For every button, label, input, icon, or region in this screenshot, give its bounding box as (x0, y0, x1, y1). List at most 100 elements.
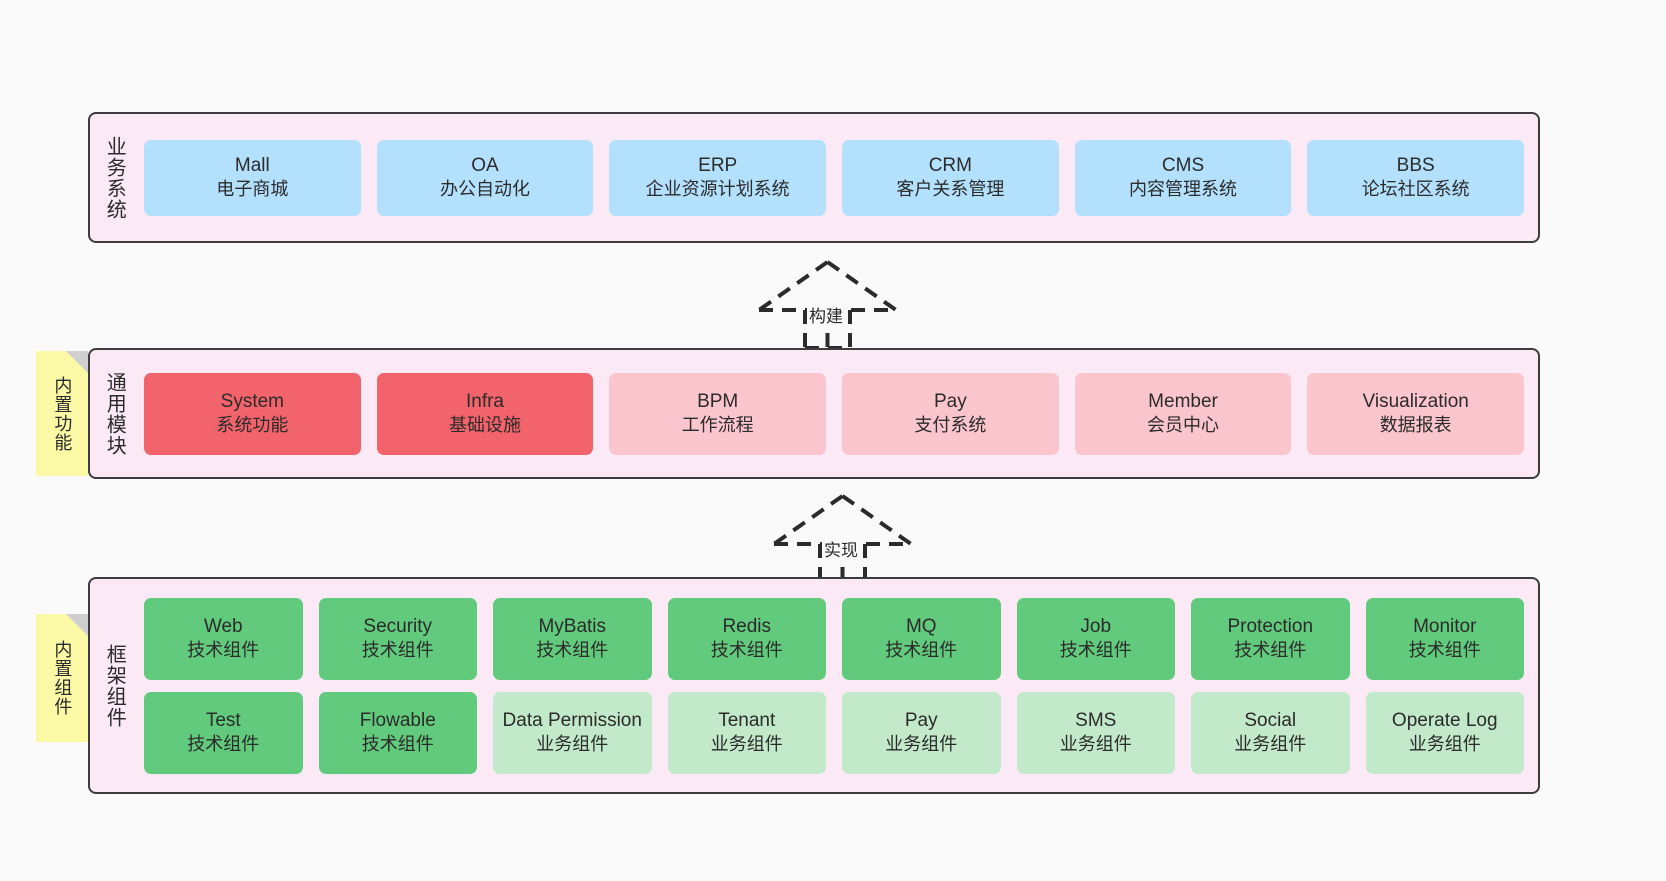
sticky-note-label: 内置功能 (52, 375, 73, 452)
card-flowable[interactable]: Flowable 技术组件 (318, 691, 477, 774)
card-title-en: Visualization (1362, 391, 1469, 413)
card-erp[interactable]: ERP 企业资源计划系统 (609, 139, 827, 216)
card-title-cn: 技术组件 (710, 640, 783, 661)
card-title-en: SMS (1075, 710, 1117, 732)
card-bbs[interactable]: BBS 论坛社区系统 (1307, 139, 1525, 216)
card-title-en: Pay (933, 391, 967, 413)
card-cms[interactable]: CMS 内容管理系统 (1074, 139, 1292, 216)
card-title-cn: 工作流程 (681, 415, 754, 436)
card-title-cn: 内容管理系统 (1129, 179, 1238, 200)
sticky-note-builtin-features: 内置功能 (36, 351, 88, 476)
card-title-en: CRM (928, 155, 972, 177)
connector-build: 构建 (755, 258, 900, 350)
card-pay-component[interactable]: Pay 业务组件 (842, 691, 1001, 774)
card-title-en: BBS (1396, 155, 1435, 177)
card-title-cn: 业务组件 (1234, 734, 1307, 755)
card-bpm[interactable]: BPM 工作流程 (609, 372, 827, 455)
card-title-cn: 业务组件 (885, 734, 958, 755)
card-title-en: CMS (1161, 155, 1205, 177)
card-monitor[interactable]: Monitor 技术组件 (1365, 597, 1524, 680)
card-mq[interactable]: MQ 技术组件 (842, 597, 1001, 680)
layer-common-modules: 通用模块 System 系统功能 Infra 基础设施 BPM 工作流程 Pay… (88, 348, 1540, 479)
card-row: System 系统功能 Infra 基础设施 BPM 工作流程 Pay 支付系统… (144, 372, 1525, 455)
card-title-cn: 技术组件 (187, 640, 260, 661)
card-title-en: Protection (1227, 616, 1314, 638)
card-title-cn: 基础设施 (449, 415, 521, 436)
card-title-cn: 业务组件 (1059, 734, 1132, 755)
card-web[interactable]: Web 技术组件 (144, 597, 303, 680)
card-title-en: Pay (904, 710, 938, 732)
card-title-en: BPM (697, 391, 739, 413)
card-pay-module[interactable]: Pay 支付系统 (842, 372, 1059, 455)
card-title-cn: 客户关系管理 (896, 179, 1005, 200)
layer-framework-components: 框架组件 Web 技术组件 Security 技术组件 MyBatis 技术组件… (88, 577, 1540, 794)
card-title-cn: 业务组件 (1408, 734, 1481, 755)
card-job[interactable]: Job 技术组件 (1016, 597, 1175, 680)
card-title-en: Redis (722, 616, 772, 638)
sticky-note-builtin-components: 内置组件 (36, 614, 88, 742)
card-row: Mall 电子商城 OA 办公自动化 ERP 企业资源计划系统 CRM 客户关系… (144, 139, 1525, 216)
card-title-en: Social (1244, 710, 1297, 732)
card-oa[interactable]: OA 办公自动化 (376, 139, 594, 216)
layer-business-systems: 业务系统 Mall 电子商城 OA 办公自动化 ERP 企业资源计划系统 CRM… (88, 112, 1540, 243)
card-title-cn: 技术组件 (187, 734, 260, 755)
card-infra[interactable]: Infra 基础设施 (376, 372, 594, 455)
card-title-cn: 电子商城 (216, 179, 289, 200)
card-mall[interactable]: Mall 电子商城 (144, 139, 361, 216)
card-title-en: System (220, 391, 285, 413)
layer-body-modules: System 系统功能 Infra 基础设施 BPM 工作流程 Pay 支付系统… (138, 350, 1538, 477)
card-title-cn: 论坛社区系统 (1361, 179, 1470, 200)
sticky-note-label: 内置组件 (52, 640, 73, 716)
card-title-en: OA (471, 155, 499, 177)
connector-implement: 实现 (770, 492, 915, 584)
card-security[interactable]: Security 技术组件 (318, 597, 477, 680)
card-title-en: Data Permission (502, 710, 642, 732)
card-title-cn: 业务组件 (536, 734, 609, 755)
card-crm[interactable]: CRM 客户关系管理 (842, 139, 1059, 216)
card-sms[interactable]: SMS 业务组件 (1016, 691, 1175, 774)
card-title-cn: 会员中心 (1147, 415, 1220, 436)
card-title-en: MQ (905, 616, 937, 638)
card-row: Test 技术组件 Flowable 技术组件 Data Permission … (144, 691, 1524, 774)
card-title-cn: 技术组件 (536, 640, 609, 661)
card-title-en: ERP (698, 155, 738, 177)
layer-title-modules: 通用模块 (103, 371, 126, 456)
card-data-permission[interactable]: Data Permission 业务组件 (493, 691, 652, 774)
layer-title-framework: 框架组件 (103, 643, 126, 728)
card-title-en: Member (1148, 391, 1218, 413)
card-title-en: Flowable (359, 710, 436, 732)
card-mybatis[interactable]: MyBatis 技术组件 (493, 597, 652, 680)
card-row: Web 技术组件 Security 技术组件 MyBatis 技术组件 Redi… (144, 597, 1524, 680)
card-title-cn: 技术组件 (1234, 640, 1307, 661)
card-protection[interactable]: Protection 技术组件 (1191, 597, 1350, 680)
card-visualization[interactable]: Visualization 数据报表 (1307, 372, 1525, 455)
card-title-cn: 企业资源计划系统 (645, 179, 790, 200)
card-title-en: Job (1080, 616, 1112, 638)
card-title-cn: 技术组件 (361, 734, 434, 755)
card-title-en: Test (205, 710, 241, 732)
layer-body-business: Mall 电子商城 OA 办公自动化 ERP 企业资源计划系统 CRM 客户关系… (138, 114, 1538, 241)
card-title-en: Tenant (718, 710, 776, 732)
card-social[interactable]: Social 业务组件 (1191, 691, 1350, 774)
card-system[interactable]: System 系统功能 (144, 372, 361, 455)
card-title-en: Mall (234, 155, 270, 177)
card-title-en: Web (203, 616, 243, 638)
card-title-en: Security (363, 616, 433, 638)
card-title-cn: 技术组件 (1408, 640, 1481, 661)
card-title-cn: 业务组件 (710, 734, 783, 755)
card-tenant[interactable]: Tenant 业务组件 (667, 691, 826, 774)
card-title-cn: 支付系统 (914, 415, 987, 436)
card-title-en: Operate Log (1391, 710, 1498, 732)
card-operate-log[interactable]: Operate Log 业务组件 (1365, 691, 1524, 774)
card-title-en: Infra (465, 391, 505, 413)
card-test[interactable]: Test 技术组件 (144, 691, 303, 774)
card-title-cn: 系统功能 (216, 415, 289, 436)
card-title-en: MyBatis (538, 616, 607, 638)
card-title-cn: 数据报表 (1379, 415, 1452, 436)
connector-label-implement: 实现 (822, 536, 860, 561)
card-redis[interactable]: Redis 技术组件 (667, 597, 826, 680)
layer-title-business: 业务系统 (103, 135, 126, 220)
card-title-en: Monitor (1413, 616, 1477, 638)
card-member[interactable]: Member 会员中心 (1074, 372, 1292, 455)
layer-body-framework: Web 技术组件 Security 技术组件 MyBatis 技术组件 Redi… (138, 579, 1538, 792)
